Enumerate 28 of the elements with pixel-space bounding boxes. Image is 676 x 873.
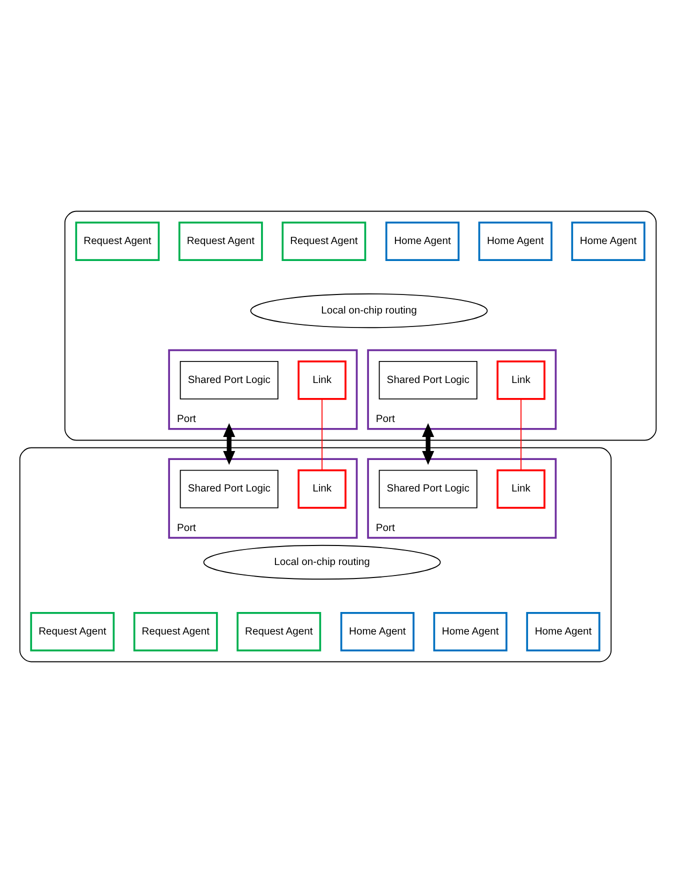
node-box: Request Agent	[75, 222, 160, 261]
cluster	[19, 447, 612, 662]
node-box: Link	[298, 360, 346, 400]
node-box: Request Agent	[30, 612, 115, 652]
node-box: Shared Port Logic	[378, 360, 478, 400]
connector	[322, 398, 323, 471]
node-box: Shared Port Logic	[180, 470, 278, 508]
node-box: Home Agent	[433, 612, 508, 652]
node-box: Home Agent	[526, 612, 600, 652]
node-box: Request Agent	[236, 612, 322, 652]
node-box: Request Agent	[133, 612, 218, 652]
node-box: Home Agent	[340, 612, 414, 652]
node-box: Link	[298, 469, 346, 509]
connector	[520, 398, 522, 471]
node-box: Home Agent	[478, 222, 552, 261]
node-box: Request Agent	[178, 222, 263, 261]
node-box: Link	[496, 469, 546, 509]
node-ellipse: Local on-chip routing	[203, 544, 441, 580]
node-box: Link	[496, 360, 546, 400]
cluster	[64, 210, 657, 441]
node-box: Shared Port Logic	[180, 360, 278, 400]
node-ellipse: Local on-chip routing	[250, 293, 488, 328]
arrow	[223, 423, 236, 465]
node-box: Request Agent	[282, 222, 366, 261]
node-box: Home Agent	[385, 222, 460, 261]
node-box: Shared Port Logic	[378, 470, 478, 508]
arrow	[422, 423, 434, 465]
node-box: Home Agent	[571, 222, 646, 261]
